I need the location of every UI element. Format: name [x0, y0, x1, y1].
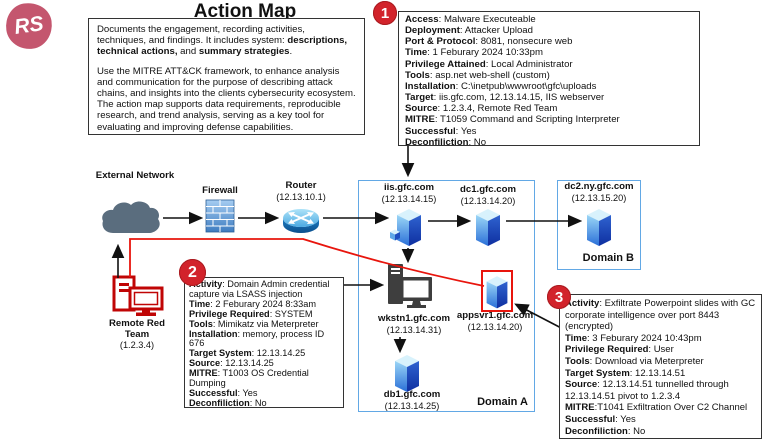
annotation-field: Activity: Exfiltrate Powerpoint slides w…: [565, 298, 756, 333]
cloud-icon: [102, 201, 160, 233]
annotation-field: MITRE:T1041 Exfiltration Over C2 Channel: [565, 402, 748, 414]
annotation-field: Target System: 12.13.14.51: [565, 367, 686, 379]
annotation-field: Source: 12.13.14.25: [189, 358, 274, 369]
dc2-ip: (12.13.15.20): [571, 192, 627, 203]
domain-a-box: [358, 180, 535, 412]
dc2-server-icon: [587, 209, 611, 246]
annotation-field: Source: 1.2.3.4, Remote Red Team: [405, 103, 558, 115]
annotation-field: Installation: C:\inetpub\wwwroot\gfc\upl…: [405, 80, 597, 92]
iis-label: iis.gfc.com (12.13.14.15): [369, 182, 449, 204]
description-paragraph-2: Use the MITRE ATT&CK framework, to enhan…: [97, 65, 356, 133]
annotation-field: Deconfiliction: No: [189, 397, 267, 408]
dc2-label: dc2.ny.gfc.com (12.13.15.20): [554, 181, 644, 203]
annotation-field: Tools: Mimikatz via Meterpreter: [189, 318, 319, 329]
iis-app-cube-icon: [390, 229, 400, 241]
annotation-field: MITRE: T1059 Command and Scripting Inter…: [405, 114, 620, 126]
router-icon: [283, 209, 319, 233]
annotation-field: Installation: memory, process ID 676: [189, 328, 325, 349]
description-box: Documents the engagement, recording acti…: [88, 18, 365, 135]
domain-b-label: Domain B: [582, 252, 634, 264]
annotation-field: Time: 1 Feburary 2024 10:33pm: [405, 47, 543, 59]
red-team-computer-icon: [112, 275, 164, 316]
appsvr1-server-icon: [486, 276, 508, 309]
annotation-field: Deconfiliction: No: [565, 425, 646, 437]
annotation-field: Source: 12.13.14.51 tunnelled through 12…: [565, 379, 729, 402]
red-team-ip: (1.2.3.4): [119, 340, 155, 351]
wkstn1-ip: (12.13.14.31): [386, 324, 442, 335]
annotation-field: Target System: 12.13.14.25: [189, 348, 306, 359]
appsvr1-ip: (12.13.14.20): [467, 321, 523, 332]
appsvr1-highlight-box: [481, 270, 513, 312]
rs-logo: RS: [3, 0, 55, 52]
dc1-label: dc1.gfc.com (12.13.14.20): [448, 184, 528, 206]
annotation-field: Activity: Domain Admin credential captur…: [189, 279, 330, 299]
db1-label: db1.gfc.com (12.13.14.25): [372, 389, 452, 411]
domain-b-box: [557, 180, 641, 270]
annotation-field: Successful: Yes: [405, 125, 477, 137]
annotation-field: Privilege Required: User: [565, 344, 674, 356]
red-team-label: Remote Red Team (1.2.3.4): [97, 318, 177, 351]
firewall-icon: [205, 199, 235, 233]
step-3-badge: 3: [547, 285, 571, 309]
router-ip: (12.13.10.1): [276, 191, 326, 202]
annotation-box-2: Activity: Domain Admin credential captur…: [184, 277, 344, 408]
description-paragraph-1: Documents the engagement, recording acti…: [97, 24, 348, 58]
annotation-field: MITRE: T1003 OS Credential Dumping: [189, 368, 309, 389]
db1-ip: (12.13.14.25): [384, 400, 440, 411]
dc1-server-icon: [476, 209, 500, 246]
router-label: Router (12.13.10.1): [261, 180, 341, 202]
annotation-field: Tools: asp.net web-shell (custom): [405, 69, 550, 81]
annotation-field: Port & Protocol: 8081, nonsecure web: [405, 36, 573, 48]
appsvr1-label: appsvr1.gfc.com (12.13.14.20): [452, 310, 538, 332]
wkstn1-label: wkstn1.gfc.com (12.13.14.31): [370, 313, 458, 335]
step-1-badge: 1: [373, 1, 397, 25]
annotation-field: Privilege Required: SYSTEM: [189, 308, 313, 319]
dc1-ip: (12.13.14.20): [460, 195, 516, 206]
external-network-label: External Network: [95, 170, 175, 181]
annotation-field: Time: 2 Feburary 2024 8:33am: [189, 298, 317, 309]
iis-ip: (12.13.14.15): [381, 193, 437, 204]
annotation-field: Deployment: Attacker Upload: [405, 25, 533, 37]
annotation-field: Time: 3 Feburary 2024 10:43pm: [565, 332, 702, 344]
annotation-field: Privilege Attained: Local Administrator: [405, 58, 573, 70]
firewall-label: Firewall: [202, 185, 238, 196]
db1-server-icon: [395, 355, 419, 392]
annotation-field: Successful: Yes: [565, 413, 636, 425]
annotation-field: Deconfiliction: No: [405, 136, 487, 148]
annotation-field: Target: iis.gfc.com, 12.13.14.15, IIS we…: [405, 92, 605, 104]
workstation-icon: [388, 264, 432, 308]
domain-a-label: Domain A: [477, 396, 528, 408]
step-2-badge: 2: [179, 259, 206, 286]
annotation-field: Tools: Download via Meterpreter: [565, 355, 704, 367]
annotation-field: Access: Malware Executeable: [405, 14, 536, 25]
annotation-field: Successful: Yes: [189, 387, 258, 398]
annotation-box-3: Activity: Exfiltrate Powerpoint slides w…: [559, 294, 762, 439]
